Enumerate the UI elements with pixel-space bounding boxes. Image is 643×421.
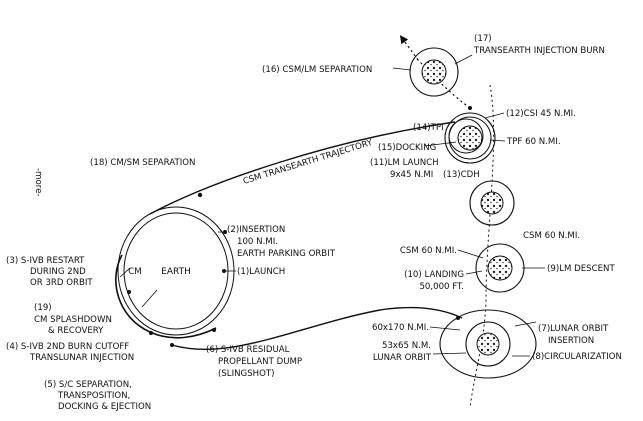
side-note: -more- [33, 168, 43, 196]
label-lunar-orbit: LUNAR ORBIT [373, 353, 432, 363]
label-cdh: (13)CDH [443, 170, 480, 180]
label-lunar-orbit-insertion: (7)LUNAR ORBIT [538, 324, 609, 334]
translunar-trajectory-path [171, 306, 463, 351]
label-lm-launch: (11)LM LAUNCH [370, 158, 439, 168]
label-tpf: TPF 60 N.MI. [506, 137, 561, 147]
moon-orbit-insertion [439, 309, 537, 379]
transearth-trajectory-path [149, 121, 456, 215]
label-propellant-dump: PROPELLANT DUMP [218, 357, 302, 367]
earth-label: EARTH [161, 267, 191, 277]
label-transearth-injection-num: (17) [474, 34, 492, 44]
label-sivb-restart-2: DURING 2ND [30, 267, 86, 277]
label-landing-altitude: 50,000 FT. [419, 282, 464, 292]
label-sivb-restart: (3) S-IVB RESTART [6, 256, 85, 266]
label-tpi: (14)TPI [413, 123, 444, 133]
label-lunar-orbit-insertion-2: INSERTION [548, 336, 594, 346]
label-insertion: (2)INSERTION [227, 225, 285, 235]
event-markers [127, 106, 472, 347]
label-orbit-60x170: 60x170 N.MI. [372, 323, 429, 333]
label-sivb-cutoff: (4) S-IVB 2ND BURN CUTOFF [6, 342, 129, 352]
moon-landing [475, 243, 525, 293]
escape-dotted-path [417, 59, 471, 109]
label-docking: (15)DOCKING [378, 143, 436, 153]
label-recovery: & RECOVERY [48, 326, 104, 336]
label-lm-descent: (9)LM DESCENT [547, 264, 615, 274]
label-landing: (10) LANDING [404, 270, 464, 280]
moon-top [409, 47, 459, 97]
label-transearth-injection: TRANSEARTH INJECTION BURN [473, 46, 605, 56]
label-circularization: (8)CIRCULARIZATION [532, 352, 622, 362]
label-translunar-injection: TRANSLUNAR INJECTION [29, 353, 134, 363]
label-csm-60-upper: CSM 60 N.MI. [523, 231, 580, 241]
label-orbit-53x65: 53x65 N.M. [382, 341, 431, 351]
moon-path-dotted [469, 84, 495, 409]
label-sivb-restart-3: OR 3RD ORBIT [30, 278, 93, 288]
label-earth-parking-orbit: EARTH PARKING ORBIT [237, 249, 336, 259]
trajectories [149, 35, 495, 409]
trajectory-label: CSM TRANSEARTH TRAJECTORY [242, 138, 374, 187]
label-lm-launch-orbit: 9x45 N.MI [390, 170, 433, 180]
label-slingshot: (SLINGSHOT) [218, 369, 275, 379]
label-launch: (1)LAUNCH [237, 267, 285, 277]
label-sivb-residual: (6) S-IVB RESIDUAL [206, 345, 290, 355]
moon-rendezvous [444, 112, 496, 164]
label-csi: (12)CSI 45 N.MI. [506, 109, 576, 119]
cm-label: CM [128, 267, 141, 277]
label-insertion-altitude: 100 N.MI. [237, 237, 278, 247]
event-labels: (1)LAUNCH (2)INSERTION 100 N.MI. EARTH P… [6, 34, 622, 412]
label-splashdown-num: (19) [34, 303, 52, 313]
leader-lines [119, 54, 545, 357]
label-cm-sm-separation: (18) CM/SM SEPARATION [90, 158, 196, 168]
label-docking-ejection: DOCKING & EJECTION [58, 402, 151, 412]
moon-csm-orbit [469, 180, 515, 226]
label-splashdown: CM SPLASHDOWN [34, 315, 112, 325]
label-csm-60-lower: CSM 60 N.MI. [400, 246, 457, 256]
label-sc-separation: (5) S/C SEPARATION, [44, 380, 132, 390]
label-csm-lm-separation: (16) CSM/LM SEPARATION [262, 65, 372, 75]
label-transposition: TRANSPOSITION, [57, 391, 130, 401]
